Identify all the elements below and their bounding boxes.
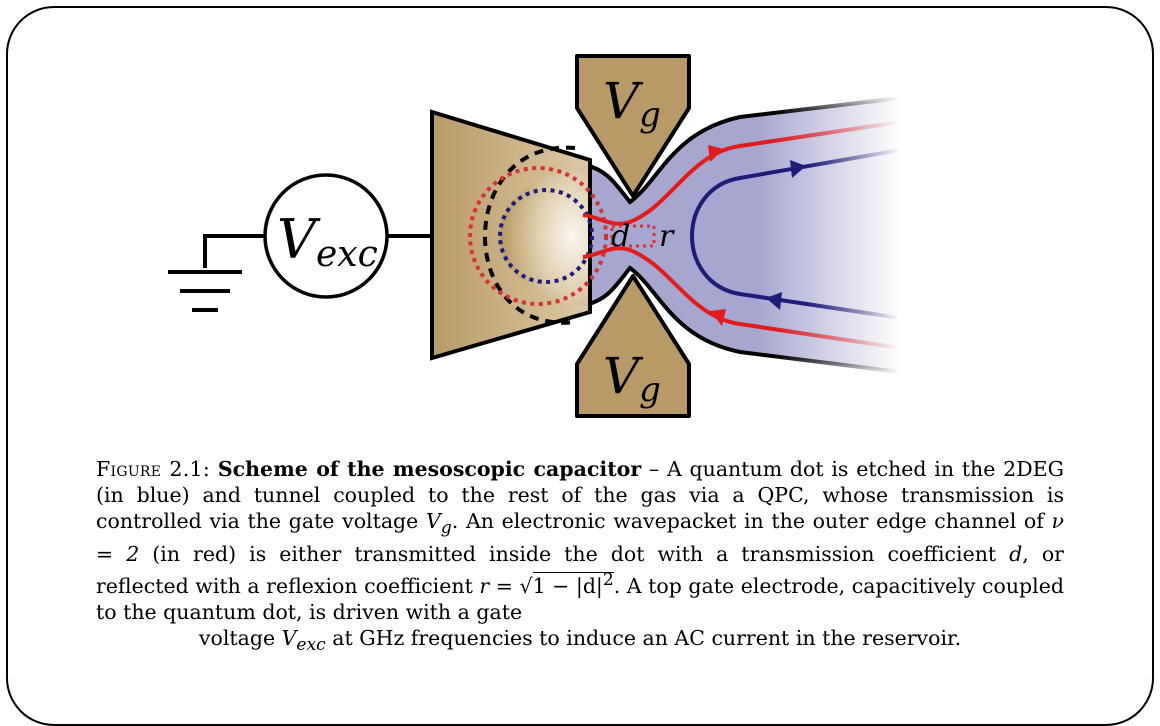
inner-edge-channel xyxy=(689,148,901,320)
capacitor-diagram: Vexc Vg Vg xyxy=(168,54,901,418)
top-gate-electrode xyxy=(430,109,608,361)
figure-label: Figure 2.1: xyxy=(96,457,211,481)
source-label: V xyxy=(277,208,321,271)
arrow-icon xyxy=(708,145,724,162)
arrow-icon xyxy=(790,160,806,178)
svg-text:Vg: Vg xyxy=(603,347,661,410)
two-deg-gas xyxy=(584,96,901,374)
voltage-source: Vexc xyxy=(263,173,433,299)
figure-caption: Figure 2.1: Scheme of the mesoscopic cap… xyxy=(96,457,1064,656)
svg-text:Vg: Vg xyxy=(603,72,661,135)
gate-label-bottom: V xyxy=(603,347,644,405)
transmission-label: d xyxy=(611,219,630,254)
outer-edge-channel xyxy=(582,120,901,350)
arrow-icon xyxy=(766,292,782,310)
svg-text:Vexc: Vexc xyxy=(277,208,378,275)
gate-subscript-top: g xyxy=(639,95,661,135)
source-subscript: exc xyxy=(316,234,378,275)
figure-title: Scheme of the mesoscopic capacitor xyxy=(217,457,642,481)
reflection-label: r xyxy=(659,219,675,254)
ground-symbol xyxy=(168,234,265,312)
gate-subscript-bottom: g xyxy=(639,370,661,410)
gate-label-top: V xyxy=(603,72,644,130)
qpc-gate-top: Vg xyxy=(575,54,691,198)
qpc-gate-bottom: Vg xyxy=(575,274,691,418)
arrow-icon xyxy=(710,309,726,326)
